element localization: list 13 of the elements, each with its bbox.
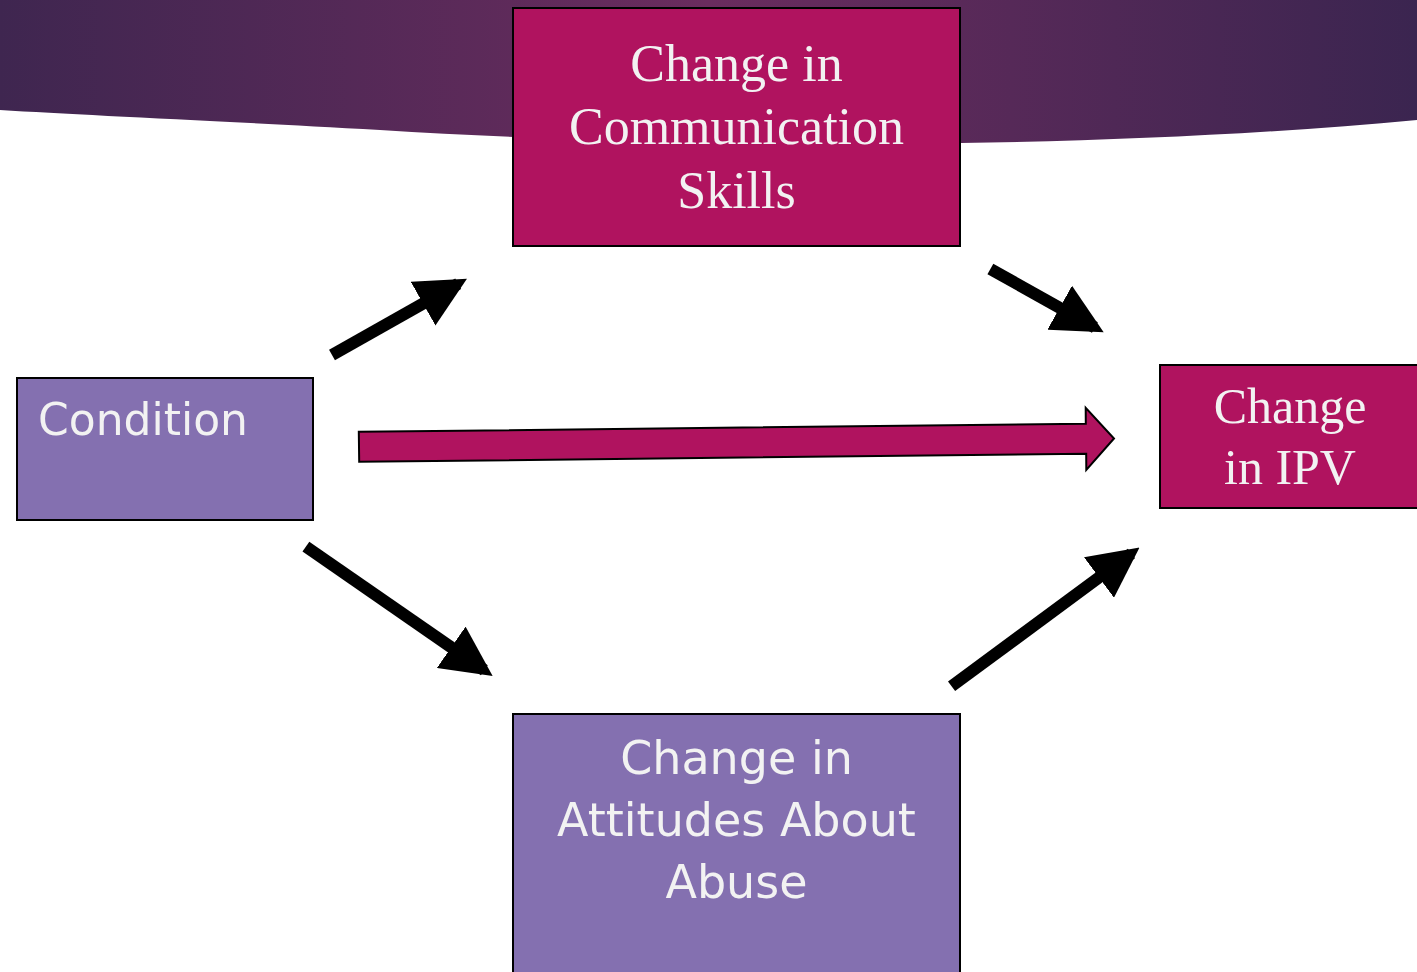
node-label: Condition <box>38 393 248 447</box>
node-label: Change in Communication Skills <box>567 33 906 221</box>
arrow <box>302 541 493 677</box>
arrow <box>329 278 467 361</box>
block-arrow <box>357 405 1116 473</box>
outcome-box <box>1159 364 1417 509</box>
mediator-box <box>512 7 961 247</box>
condition-box <box>16 377 314 521</box>
node-label: Change in Attitudes About Abuse <box>556 730 917 912</box>
node-label: Change in IPV <box>1212 376 1368 497</box>
arrow <box>948 547 1140 692</box>
arrow <box>987 263 1104 333</box>
mediator-box <box>512 713 961 972</box>
